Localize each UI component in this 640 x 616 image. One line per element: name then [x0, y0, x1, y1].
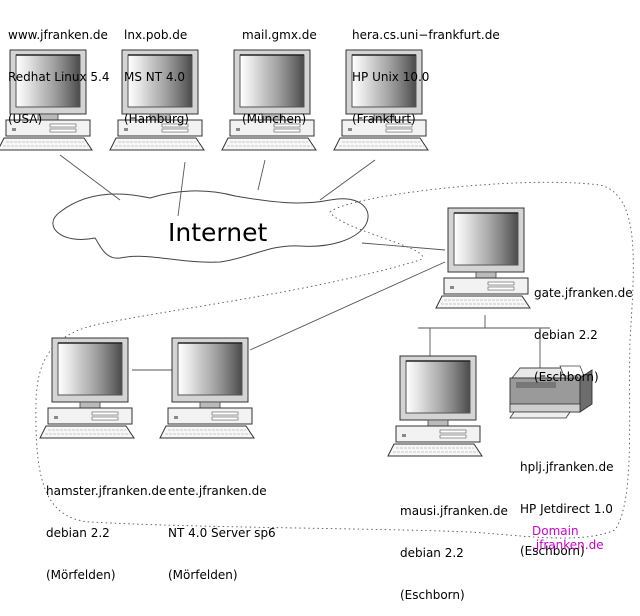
host-location: (München)	[242, 112, 307, 126]
host-name: mausi.jfranken.de	[400, 504, 508, 518]
host-os: debian 2.2	[46, 526, 110, 540]
host-label-lnx: lnx.pob.de MS NT 4.0 (Hamburg)	[124, 0, 189, 140]
internet-cloud	[52, 190, 369, 263]
host-os: HP Jetdirect 1.0	[520, 502, 613, 516]
host-location: (Mörfelden)	[46, 568, 116, 582]
host-location: (Eschborn)	[534, 370, 599, 384]
host-name: lnx.pob.de	[124, 28, 188, 42]
host-location: (Mörfelden)	[168, 568, 238, 582]
host-location: (Eschborn)	[400, 588, 465, 602]
host-os: debian 2.2	[534, 328, 598, 342]
computer-icon	[435, 207, 531, 309]
host-label-hamster: hamster.jfranken.de debian 2.2 (Mörfelde…	[46, 456, 166, 596]
host-os: Redhat Linux 5.4	[8, 70, 110, 84]
host-location: (Hamburg)	[124, 112, 189, 126]
host-name: hplj.jfranken.de	[520, 460, 614, 474]
host-label-mail: mail.gmx.de (München)	[242, 0, 317, 140]
host-name: ente.jfranken.de	[168, 484, 267, 498]
host-label-ente: ente.jfranken.de NT 4.0 Server sp6 (Mörf…	[168, 456, 276, 596]
host-os: HP Unix 10.0	[352, 70, 430, 84]
host-location: (USA)	[8, 112, 43, 126]
printer-icon	[509, 365, 593, 419]
host-name: www.jfranken.de	[8, 28, 108, 42]
host-label-mausi: mausi.jfranken.de debian 2.2 (Eschborn)	[400, 476, 508, 616]
host-label-hera: hera.cs.uni−frankfurt.de HP Unix 10.0 (F…	[352, 0, 500, 140]
host-name: hamster.jfranken.de	[46, 484, 167, 498]
host-os	[242, 70, 317, 84]
connection-lines	[59, 154, 550, 371]
domain-label: Domain .jfranken.de	[532, 524, 604, 552]
computer-icon	[159, 337, 255, 439]
internet-label: Internet	[168, 218, 268, 247]
host-name: hera.cs.uni−frankfurt.de	[352, 28, 500, 42]
host-location: (Frankfurt)	[352, 112, 416, 126]
host-name: mail.gmx.de	[242, 28, 317, 42]
host-label-www: www.jfranken.de Redhat Linux 5.4 (USA)	[8, 0, 110, 140]
host-label-gate: gate.jfranken.de debian 2.2 (Eschborn)	[534, 258, 633, 398]
host-os: NT 4.0 Server sp6	[168, 526, 276, 540]
host-os: MS NT 4.0	[124, 70, 185, 84]
computer-icon	[39, 337, 135, 439]
host-name: gate.jfranken.de	[534, 286, 633, 300]
host-os: debian 2.2	[400, 546, 464, 560]
computer-icon	[387, 355, 483, 457]
network-diagram	[0, 49, 634, 539]
